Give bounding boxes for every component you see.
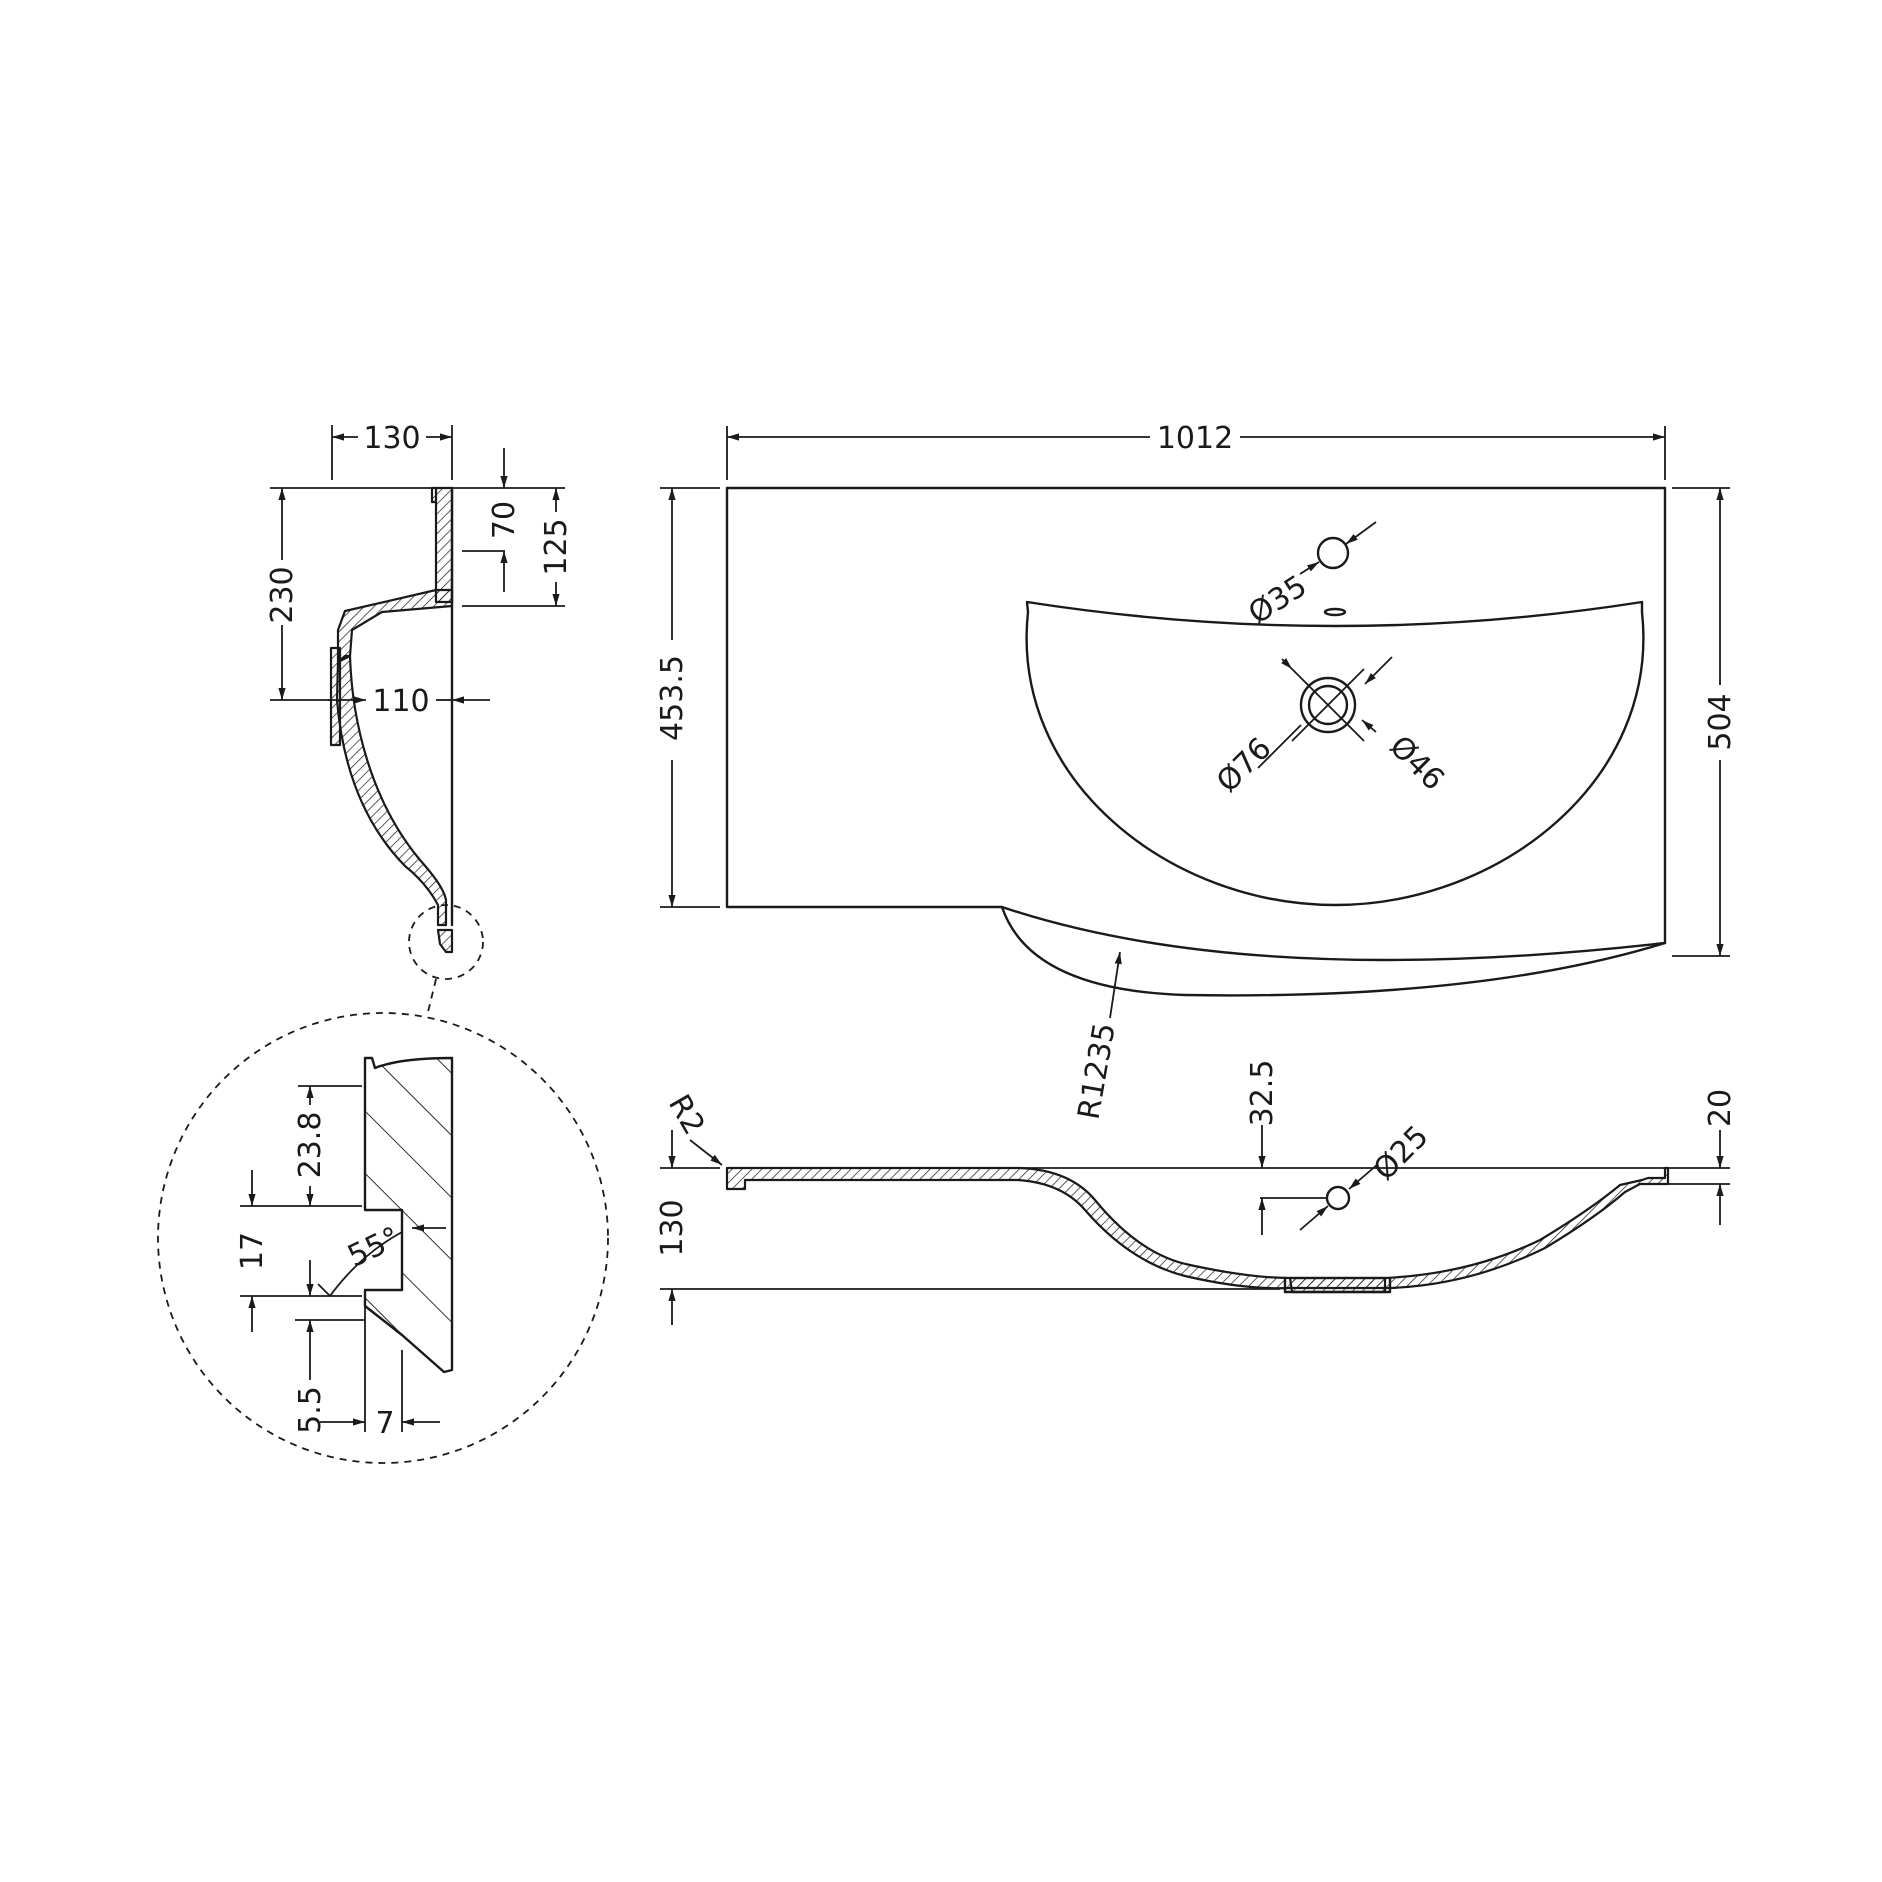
dim-slot-height: 17 (235, 1232, 270, 1270)
dim-plan-width: 1012 (1157, 421, 1233, 456)
side-bottom-tab (436, 928, 454, 954)
front-section-profile (725, 1166, 1670, 1290)
plan-waste-outer (1299, 676, 1357, 734)
dim-waste-outer: Ø76 (1210, 731, 1278, 799)
front-section-view (725, 1163, 1730, 1294)
dim-side-width: 130 (363, 421, 420, 456)
plan-bowl (1025, 600, 1645, 907)
plan-tap-hole (1316, 536, 1350, 570)
dim-plan-left-depth: 453.5 (655, 655, 690, 741)
dim-tap-hole: Ø35 (1242, 569, 1313, 632)
dim-slot-depth: 7 (375, 1406, 394, 1441)
side-section-view (329, 486, 484, 1013)
dim-chamfer-depth: 5.5 (293, 1386, 328, 1434)
detail-section (363, 1056, 454, 1374)
dim-chamfer-angle: 55° (342, 1220, 405, 1274)
dim-overflow-hole: Ø25 (1367, 1119, 1435, 1187)
front-waste-outlet (1288, 1276, 1387, 1294)
dim-side-upstand: 125 (539, 518, 574, 575)
plan-waste-inner (1307, 684, 1349, 726)
dim-side-projection: 110 (372, 684, 429, 719)
dim-slot-top: 23.8 (293, 1112, 328, 1179)
detail-marker-circle (408, 904, 484, 980)
side-overflow-flange (329, 646, 342, 747)
plan-view (725, 486, 1667, 997)
detail-circle (157, 1012, 609, 1464)
detail-chamfer (364, 1305, 403, 1336)
plan-front-curve (1000, 905, 1667, 962)
side-upstand (430, 486, 454, 604)
dim-side-height: 230 (265, 566, 300, 623)
side-bowl-wall (335, 654, 448, 927)
side-ledge (336, 588, 454, 664)
front-view-dimensions: R2 32.5 Ø25 20 130 (655, 1060, 1738, 1325)
dim-lip-height: 20 (1703, 1089, 1738, 1127)
plan-outline (725, 486, 1667, 997)
dim-side-rim: 70 (487, 501, 522, 539)
plan-view-dimensions: 1012 453.5 504 Ø35 Ø76 Ø46 R1235 (655, 421, 1738, 1122)
dim-edge-radius: R2 (661, 1089, 711, 1141)
plan-overflow-slot (1323, 607, 1347, 617)
front-waste-base (1283, 1276, 1392, 1294)
side-view-dimensions: 130 230 70 125 110 (265, 421, 574, 719)
detail-dimensions: 23.8 17 55° 5.5 7 (235, 1085, 446, 1441)
dim-front-height: 130 (655, 1199, 690, 1256)
dim-overflow-offset: 32.5 (1245, 1060, 1280, 1127)
detail-leader (427, 978, 437, 1013)
dim-plan-overall-depth: 504 (1703, 693, 1738, 750)
front-overflow-hole (1325, 1185, 1351, 1211)
dim-waste-inner: Ø46 (1382, 729, 1450, 797)
dim-front-radius: R1235 (1072, 1020, 1123, 1122)
detail-view (157, 1012, 609, 1464)
